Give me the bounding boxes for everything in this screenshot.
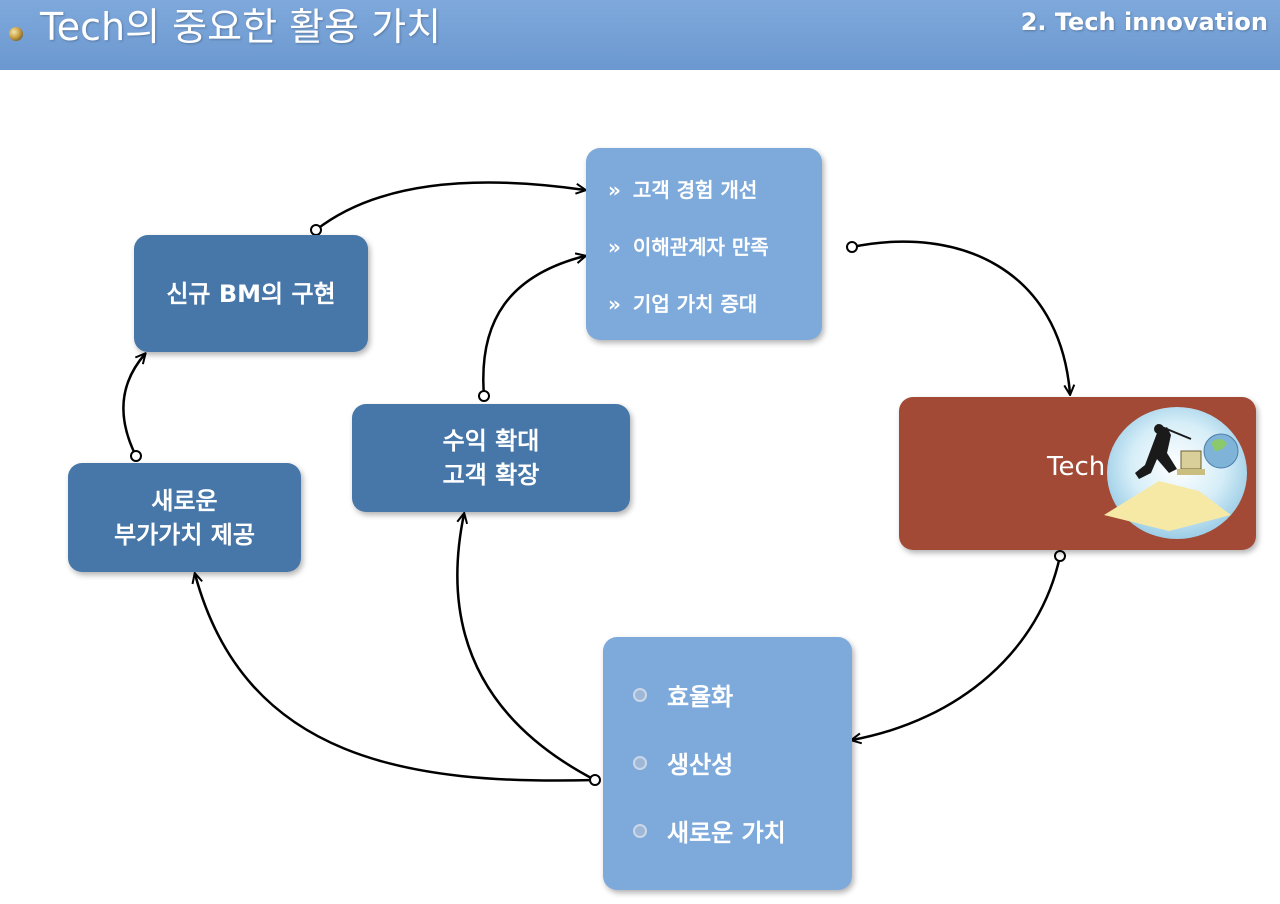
tech-box: Tech: [899, 397, 1256, 550]
effect-item-label: 효율화: [667, 683, 734, 711]
new-value-box: 새로운 부가가치 제공: [68, 463, 301, 572]
value-item: » 이해관계자 만족: [608, 231, 769, 260]
connector-dot: [130, 450, 142, 462]
bullet-icon: [633, 756, 647, 770]
section-label: 2. Tech innovation: [1020, 8, 1268, 36]
effect-item: 효율화: [633, 677, 733, 712]
bullet-icon: [633, 688, 647, 702]
value-item: » 고객 경험 개선: [608, 174, 757, 203]
value-item-label: 기업 가치 증대: [632, 292, 758, 316]
effect-item-label: 새로운 가치: [667, 819, 786, 847]
new-value-box-line2: 부가가치 제공: [114, 520, 255, 549]
arrow-revenue-to-values: [482, 256, 585, 397]
bm-box: 신규 BM의 구현: [134, 235, 368, 352]
bullet-icon: [9, 27, 23, 41]
connector-dot: [589, 774, 601, 786]
arrow-newvalue-to-bm: [122, 354, 145, 457]
chevron-right-icon: »: [608, 178, 621, 202]
values-box: » 고객 경험 개선 » 이해관계자 만족 » 기업 가치 증대: [586, 148, 822, 340]
chevron-right-icon: »: [608, 292, 621, 316]
connector-dot: [1054, 550, 1066, 562]
tech-box-label: Tech: [1047, 452, 1106, 482]
new-value-box-line1: 새로운: [151, 486, 218, 515]
value-item: » 기업 가치 증대: [608, 288, 757, 317]
arrow-tech-to-effects: [852, 555, 1062, 740]
bm-box-label: 신규 BM의 구현: [166, 279, 336, 308]
arrow-bm-to-values: [315, 181, 585, 231]
value-item-label: 고객 경험 개선: [632, 178, 758, 202]
connector-dot: [310, 224, 322, 236]
page-title: Tech의 중요한 활용 가치: [40, 5, 442, 49]
effects-box: 효율화 생산성 새로운 가치: [603, 637, 852, 890]
effect-item-label: 생산성: [667, 751, 734, 779]
effect-item: 새로운 가치: [633, 813, 786, 848]
chevron-right-icon: »: [608, 235, 621, 259]
arrow-effects-to-newvalue: [195, 574, 596, 782]
connector-dot: [846, 241, 858, 253]
effect-item: 생산성: [633, 745, 733, 780]
revenue-box: 수익 확대 고객 확장: [352, 404, 630, 512]
revenue-box-line2: 고객 확장: [442, 461, 540, 489]
bullet-icon: [633, 824, 647, 838]
revenue-box-line1: 수익 확대: [442, 427, 540, 455]
tech-illustration-icon: [1104, 407, 1247, 539]
arrow-effects-to-revenue: [456, 514, 596, 782]
arrow-values-to-tech: [851, 240, 1070, 394]
value-item-label: 이해관계자 만족: [632, 235, 769, 259]
connector-dot: [478, 390, 490, 402]
header-bar: Tech의 중요한 활용 가치 2. Tech innovation: [0, 0, 1280, 70]
